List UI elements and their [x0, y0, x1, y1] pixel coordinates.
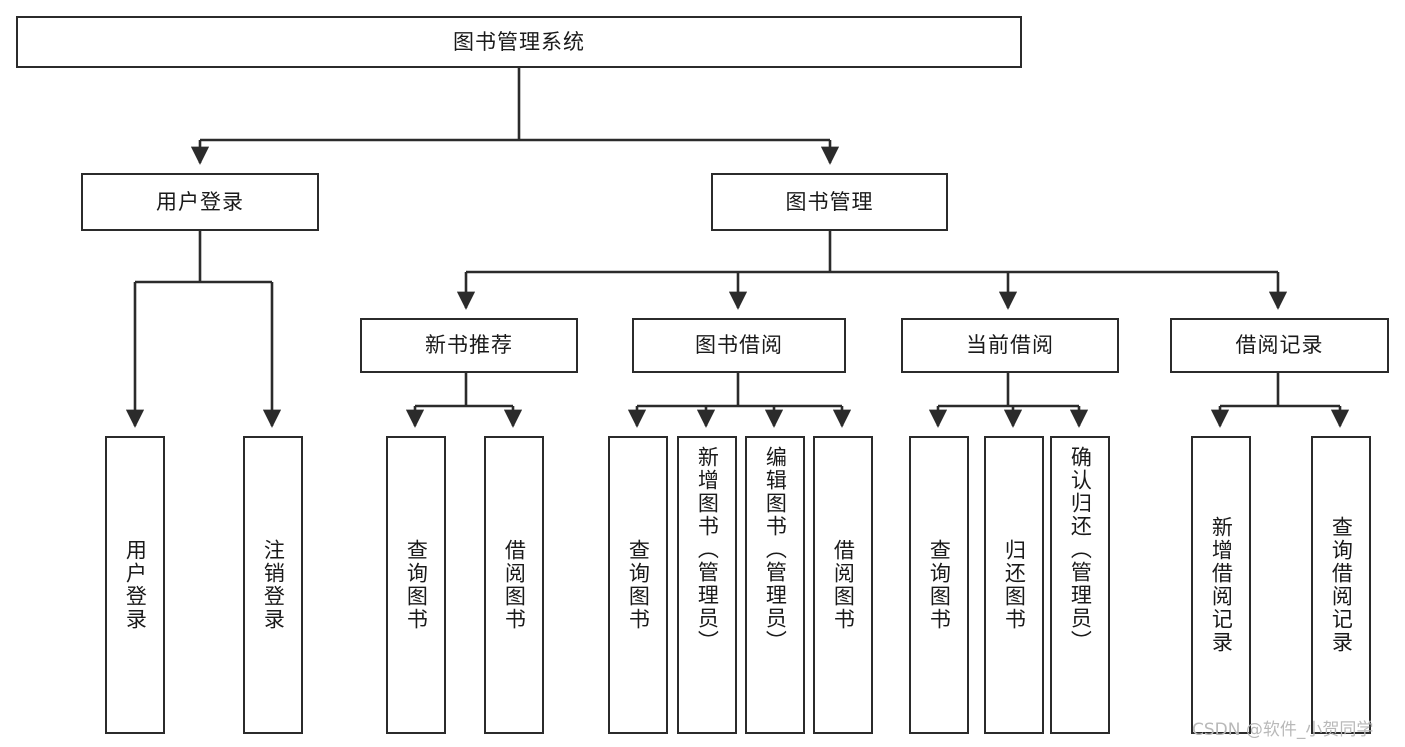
node-borrow-record-label: 借阅记录 [1235, 333, 1324, 358]
node-leaf-query-book-3-label: 查询图书 [927, 539, 952, 631]
node-leaf-confirm-return[interactable]: 确认归还（管理员） [1050, 436, 1110, 734]
node-leaf-add-record[interactable]: 新增借阅记录 [1191, 436, 1251, 734]
node-leaf-user-login-label: 用户登录 [123, 539, 148, 631]
node-leaf-edit-book-admin[interactable]: 编辑图书（管理员） [745, 436, 805, 734]
node-book-borrow[interactable]: 图书借阅 [632, 318, 846, 373]
node-leaf-borrow-book-2[interactable]: 借阅图书 [813, 436, 873, 734]
node-new-book-recommend[interactable]: 新书推荐 [360, 318, 578, 373]
node-leaf-add-record-label: 新增借阅记录 [1209, 516, 1234, 654]
node-current-borrow[interactable]: 当前借阅 [901, 318, 1119, 373]
node-book-manage-label: 图书管理 [785, 189, 874, 214]
node-root-label: 图书管理系统 [453, 29, 585, 54]
node-book-borrow-label: 图书借阅 [695, 333, 783, 358]
node-leaf-query-record-label: 查询借阅记录 [1329, 516, 1354, 654]
node-leaf-return-book-label: 归还图书 [1002, 539, 1027, 631]
node-leaf-borrow-book-2-label: 借阅图书 [831, 539, 856, 631]
node-book-manage[interactable]: 图书管理 [711, 173, 948, 231]
node-leaf-add-book-admin[interactable]: 新增图书（管理员） [677, 436, 737, 734]
node-leaf-user-logout[interactable]: 注销登录 [243, 436, 303, 734]
node-leaf-edit-book-admin-label: 编辑图书（管理员） [763, 446, 788, 653]
node-leaf-query-book-1[interactable]: 查询图书 [386, 436, 446, 734]
node-leaf-borrow-book-1-label: 借阅图书 [502, 539, 527, 631]
node-current-borrow-label: 当前借阅 [966, 333, 1054, 358]
node-user-login-label: 用户登录 [156, 189, 244, 214]
node-borrow-record[interactable]: 借阅记录 [1170, 318, 1389, 373]
node-leaf-user-logout-label: 注销登录 [261, 539, 286, 631]
node-leaf-confirm-return-label: 确认归还（管理员） [1068, 446, 1093, 653]
node-leaf-add-book-admin-label: 新增图书（管理员） [695, 446, 720, 653]
node-leaf-query-book-3[interactable]: 查询图书 [909, 436, 969, 734]
node-root[interactable]: 图书管理系统 [16, 16, 1022, 68]
node-leaf-borrow-book-1[interactable]: 借阅图书 [484, 436, 544, 734]
node-leaf-return-book[interactable]: 归还图书 [984, 436, 1044, 734]
node-leaf-query-record[interactable]: 查询借阅记录 [1311, 436, 1371, 734]
node-new-book-recommend-label: 新书推荐 [425, 333, 513, 358]
node-leaf-query-book-1-label: 查询图书 [404, 539, 429, 631]
node-leaf-query-book-2[interactable]: 查询图书 [608, 436, 668, 734]
node-leaf-query-book-2-label: 查询图书 [626, 539, 651, 631]
csdn-watermark: CSDN @软件_小贺同学 [1192, 720, 1374, 740]
node-leaf-user-login[interactable]: 用户登录 [105, 436, 165, 734]
node-user-login[interactable]: 用户登录 [81, 173, 319, 231]
